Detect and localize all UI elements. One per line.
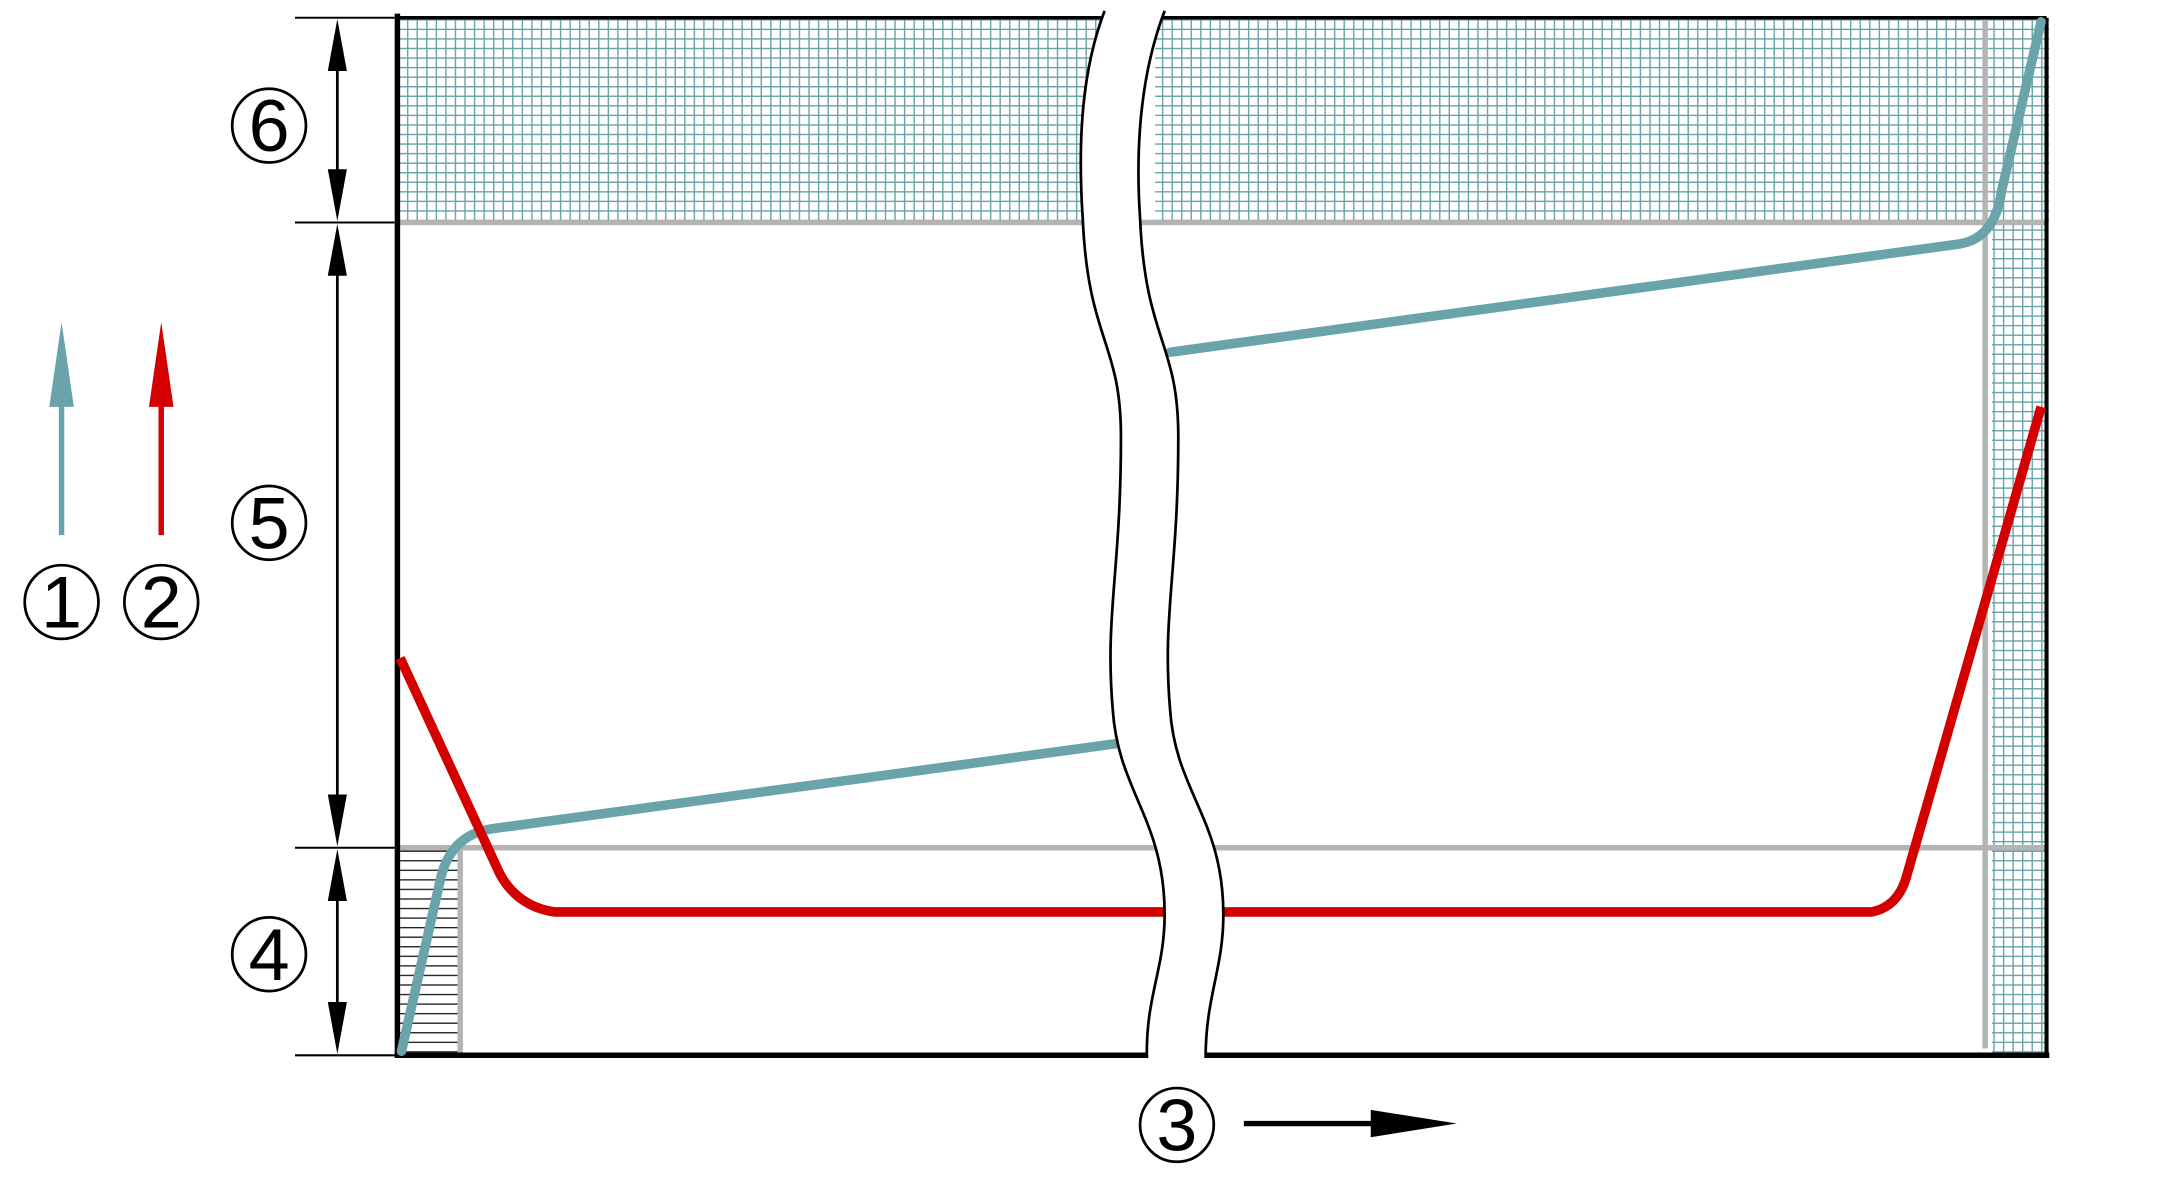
marker-6: 6: [230, 84, 308, 167]
legend-arrow-1: [49, 322, 74, 536]
svg-text:6: 6: [249, 84, 290, 167]
curve-series-2: [395, 405, 2046, 917]
plot-frame: [394, 13, 2050, 1059]
marker-1: 1: [23, 561, 100, 644]
marker-5: 5: [230, 481, 308, 564]
curve-series-1: [396, 17, 2046, 1056]
marker-4: 4: [230, 913, 308, 996]
marker-2: 2: [123, 561, 200, 644]
dimension-arrow-5: [327, 223, 347, 847]
svg-text:1: 1: [41, 561, 82, 644]
svg-text:4: 4: [249, 913, 290, 996]
svg-text:2: 2: [141, 561, 182, 644]
dimension-ticks: [295, 16, 395, 1057]
svg-text:3: 3: [1156, 1083, 1197, 1166]
guide-lines: [397, 17, 2047, 1056]
x-direction-arrow: [1243, 1109, 1457, 1138]
dimension-arrow-6: [327, 19, 347, 222]
dimension-arrow-4: [327, 849, 347, 1054]
svg-text:5: 5: [249, 481, 290, 564]
marker-3: 3: [1138, 1083, 1216, 1166]
axis-break: [1079, 10, 1225, 1059]
zone-right-hatch: [1991, 222, 2047, 1056]
zone-6-hatch: [397, 17, 2050, 223]
legend-arrow-2: [148, 322, 174, 536]
